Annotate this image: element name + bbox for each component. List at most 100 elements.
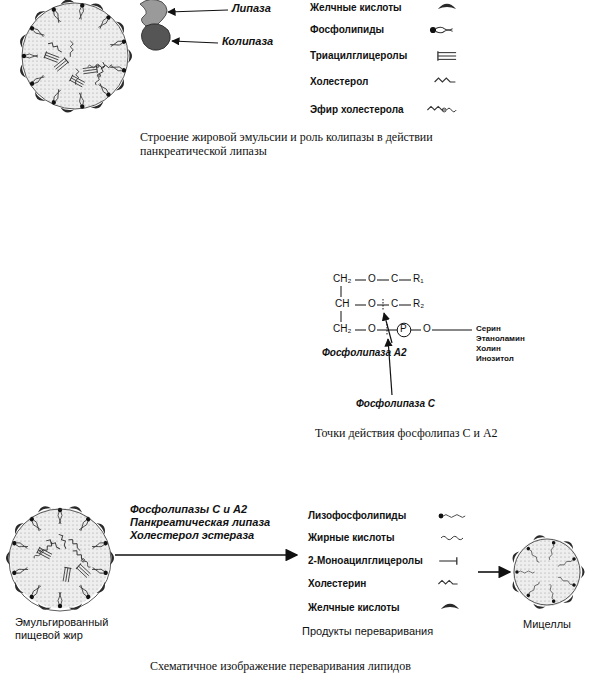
bile-acid-symbol bbox=[441, 604, 459, 609]
phospholipid-symbol bbox=[22, 54, 38, 58]
product-item: 2-Моноацилглицеролы bbox=[308, 555, 423, 567]
formula-atom: O bbox=[423, 323, 431, 335]
cholesterol-ester-symbol bbox=[95, 62, 106, 86]
triacylglycerol-symbol bbox=[76, 564, 91, 579]
node-outline bbox=[513, 538, 581, 606]
triacylglycerol-symbol bbox=[44, 52, 60, 64]
bile-acid-symbol bbox=[581, 566, 585, 579]
phospholipid-symbol bbox=[98, 83, 112, 98]
formula-atom: C bbox=[391, 298, 398, 310]
cholesterol-ester-symbol bbox=[33, 541, 54, 561]
phosphate-circle bbox=[397, 323, 411, 337]
products-group: ЛизофосфолипидыЖирные кислоты 2-Моноацилг… bbox=[300, 508, 475, 642]
cholesterol-ester-symbol bbox=[72, 549, 93, 568]
lysophospholipid-symbol bbox=[515, 570, 534, 574]
lysophospholipid-symbol bbox=[548, 584, 556, 604]
flow-arrow bbox=[115, 554, 297, 556]
cholesterol-symbol bbox=[59, 533, 69, 549]
node-outline bbox=[8, 508, 112, 612]
phospholipid-symbol bbox=[29, 25, 45, 37]
triacylglycerol-symbol bbox=[83, 66, 98, 75]
product-item: Холестерин bbox=[308, 578, 366, 590]
bile-acid-symbol bbox=[116, 79, 127, 93]
cholesterol-symbol bbox=[68, 538, 82, 551]
formula-atom: C bbox=[391, 273, 398, 285]
cholesterol-symbol bbox=[435, 78, 456, 82]
phospholipid-symbol bbox=[12, 540, 29, 549]
bile-acid-symbol bbox=[116, 19, 127, 33]
bile-acid-symbol bbox=[96, 521, 107, 535]
phospholipid-symbol bbox=[51, 7, 62, 24]
phospholipid-symbol bbox=[51, 89, 62, 106]
formula-atom: R₂ bbox=[413, 298, 424, 310]
cholesterol-symbol bbox=[46, 538, 61, 549]
phospholipid-symbol bbox=[110, 39, 127, 48]
lysophospholipid-symbol bbox=[526, 546, 541, 563]
node-heading: Эмульгированный пищевой жир bbox=[15, 616, 115, 642]
bile-acid-symbol bbox=[60, 107, 74, 113]
droplet-node: Эмульгированный пищевой жир bbox=[8, 508, 112, 612]
phospholipid-symbol bbox=[92, 540, 109, 549]
legend-text: Холестерол bbox=[310, 76, 368, 88]
phospholipid-symbol bbox=[78, 92, 85, 109]
phospholipid-symbol bbox=[92, 566, 109, 575]
bile-acid-symbol bbox=[32, 91, 45, 103]
legend-text: Желчные кислоты bbox=[310, 2, 402, 14]
figure-caption: Строение жировой эмульсии и роль колипаз… bbox=[140, 130, 440, 159]
monoacylglycerol-symbol bbox=[439, 557, 457, 565]
formula-bonds bbox=[341, 280, 472, 330]
figure-caption: Схематичное изображение переваривания ли… bbox=[150, 659, 411, 673]
text-label: Серин bbox=[476, 325, 501, 334]
node-heading: Продукты переваривания bbox=[302, 625, 433, 638]
bile-acid-symbol bbox=[12, 521, 23, 535]
micelle-fill bbox=[513, 538, 581, 606]
phospholipid-symbol bbox=[110, 64, 127, 73]
formula-atom: O bbox=[368, 323, 376, 335]
cholesterol-ester-symbol bbox=[87, 63, 111, 70]
flow-arrow bbox=[478, 571, 510, 573]
bile-acid-symbol bbox=[438, 4, 456, 9]
bile-acid-symbol bbox=[32, 8, 45, 20]
text-label: Инозитол bbox=[476, 355, 514, 364]
legend-text: Триацилглицеролы bbox=[310, 50, 407, 62]
cholesterol-symbol bbox=[438, 580, 457, 584]
edge-label: Фосфолипазы С и А2 Панкреатическая липаз… bbox=[130, 503, 285, 542]
colipase-shape bbox=[141, 24, 170, 51]
fat-droplet bbox=[18, 0, 132, 113]
product-item: Лизофосфолипиды bbox=[308, 510, 406, 522]
bile-acid-symbol bbox=[60, 0, 74, 5]
product-item: Жирные кислоты bbox=[308, 532, 394, 544]
leader-arrow bbox=[384, 313, 392, 343]
formula-atom: CH₂ bbox=[333, 323, 351, 335]
formula-atom: CH₂ bbox=[333, 273, 351, 285]
fat-droplet bbox=[6, 504, 114, 611]
phospholipid-symbol bbox=[58, 508, 62, 524]
circle-outline bbox=[9, 509, 111, 611]
product-item: Желчные кислоты bbox=[308, 602, 400, 614]
cholesterol-symbol bbox=[48, 41, 63, 52]
phospholipid-symbol bbox=[78, 3, 85, 20]
cholesterol-ester-symbol bbox=[427, 106, 456, 112]
triacylglycerol-symbol bbox=[53, 58, 68, 72]
bile-acid-symbol bbox=[69, 603, 84, 611]
leader-arrow bbox=[168, 10, 228, 12]
text-label: Липаза bbox=[232, 2, 271, 15]
phospholipid-symbol bbox=[12, 566, 29, 575]
phospholipid-symbol bbox=[430, 27, 453, 33]
text-label: Этаноламин bbox=[476, 335, 525, 344]
text-label: Колипаза bbox=[222, 35, 273, 48]
phospholipid-symbol bbox=[78, 584, 91, 600]
formula-atom: O bbox=[368, 298, 376, 310]
cleavage-mark bbox=[383, 299, 384, 311]
triacylglycerol-symbol bbox=[438, 51, 456, 60]
cholesterol-symbol bbox=[70, 41, 73, 57]
bile-acid-symbol bbox=[18, 33, 26, 48]
triacylglycerol-symbol bbox=[37, 547, 53, 560]
node-heading: Мицеллы bbox=[523, 618, 571, 631]
triacylglycerol-symbol bbox=[62, 567, 71, 582]
text-label: Фосфолипаза А2 bbox=[322, 347, 407, 359]
phospholipid-symbol bbox=[29, 584, 42, 600]
bile-acid-symbol bbox=[37, 603, 52, 611]
formula-atom: CH bbox=[335, 298, 349, 310]
